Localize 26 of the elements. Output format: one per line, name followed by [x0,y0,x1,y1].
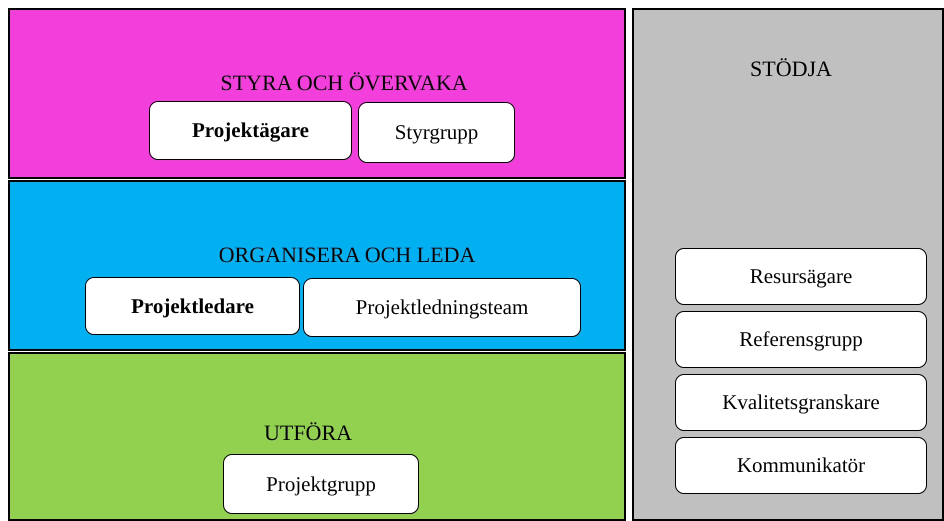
role-label: Resursägare [750,264,852,289]
section-band [8,352,626,521]
role-label: Kvalitetsgranskare [722,390,880,415]
role-label: Kommunikatör [736,453,866,478]
section-band [632,8,944,521]
section-heading: STÖDJA [750,56,832,82]
section-heading: UTFÖRA [264,420,352,446]
section-band [8,180,626,351]
section-band [8,8,626,179]
role-box [675,311,927,368]
role-box [303,278,581,337]
role-label: Projektledare [131,294,254,318]
role-label: Projektgrupp [266,472,376,496]
role-box [149,101,352,160]
section-heading: STYRA OCH ÖVERVAKA [220,70,468,96]
role-label: Projektägare [192,118,310,143]
role-box [223,454,419,514]
role-label: Projektledningsteam [356,295,528,320]
role-box [675,437,927,494]
role-label: Styrgrupp [394,120,478,145]
role-box [358,102,515,163]
section-heading: ORGANISERA OCH LEDA [218,242,476,268]
role-box [85,277,300,335]
role-box [675,248,927,305]
role-label: Referensgrupp [739,327,863,352]
role-box [675,374,927,431]
